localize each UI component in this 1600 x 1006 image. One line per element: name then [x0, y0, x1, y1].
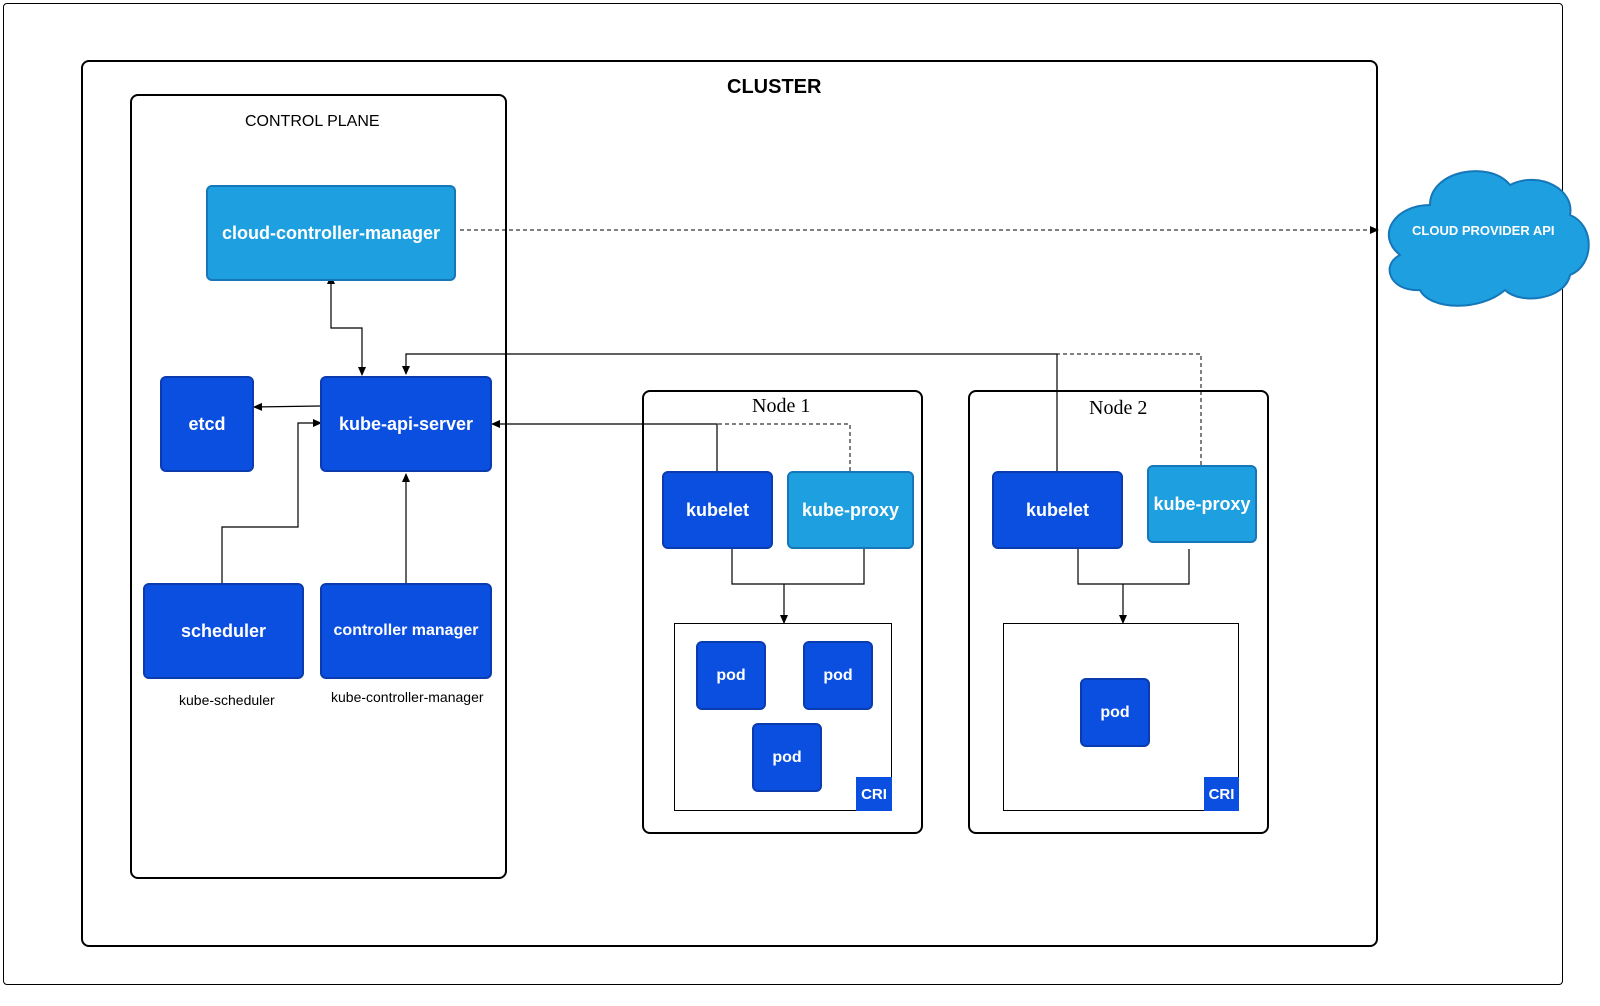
node1-cri-badge: CRI	[856, 777, 892, 811]
kube-api-server-box[interactable]: kube-api-server	[320, 376, 492, 472]
cloud-shape	[1387, 170, 1590, 307]
cluster-title: CLUSTER	[727, 76, 822, 98]
node2-to-pods-link	[1077, 549, 1190, 623]
node1-kube-proxy-box[interactable]: kube-proxy	[787, 471, 914, 549]
node1-pod-2[interactable]: pod	[803, 641, 873, 710]
node1-kubelet-box[interactable]: kubelet	[662, 471, 773, 549]
node2-proxy-to-api-link	[1057, 353, 1202, 465]
node2-kube-proxy-box[interactable]: kube-proxy	[1147, 465, 1257, 543]
controller-manager-box[interactable]: controller manager	[320, 583, 492, 679]
scheduler-caption: kube-scheduler	[179, 692, 275, 708]
cloud-controller-manager-box[interactable]: cloud-controller-manager	[206, 185, 456, 281]
node2-kubelet-to-api-link	[402, 353, 1058, 471]
api-to-etcd-link	[253, 402, 321, 411]
node1-pod-1[interactable]: pod	[696, 641, 766, 710]
node2-cri-badge: CRI	[1204, 777, 1239, 811]
node2-pod-container	[1003, 623, 1239, 811]
node1-proxy-to-api-link	[717, 423, 851, 471]
node2-title: Node 2	[1089, 397, 1148, 419]
node1-kubelet-to-api-link	[491, 420, 718, 471]
node2-kubelet-box[interactable]: kubelet	[992, 471, 1123, 549]
cloud-provider-label: CLOUD PROVIDER API	[1412, 223, 1555, 238]
etcd-box[interactable]: etcd	[160, 376, 254, 472]
scheduler-box[interactable]: scheduler	[143, 583, 304, 679]
control-plane-title: CONTROL PLANE	[245, 113, 380, 130]
node1-pod-3[interactable]: pod	[752, 723, 822, 792]
scheduler-to-api-link	[221, 419, 322, 583]
node1-title: Node 1	[752, 395, 811, 417]
node1-to-pods-link	[731, 549, 865, 623]
node2-pod-1[interactable]: pod	[1080, 678, 1150, 747]
ccm-api-link	[327, 275, 366, 376]
controller-manager-caption: kube-controller-manager	[331, 689, 484, 705]
